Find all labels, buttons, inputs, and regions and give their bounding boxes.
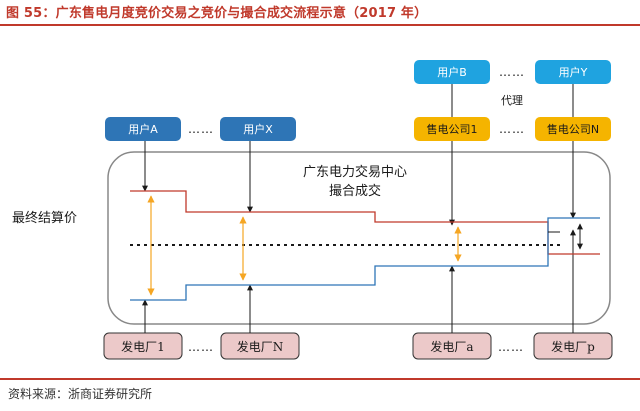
footer-rule [0,378,640,380]
plant-1-box [103,332,183,360]
plant-n-box [220,332,300,360]
ellipsis-plants-1n: …… [188,340,214,354]
retailer-n-box [535,117,611,141]
trading-center-name: 广东电力交易中心 [303,164,407,180]
plant-n-label: 发电厂N [237,339,284,354]
plant-1-label: 发电厂1 [121,339,165,354]
user-b-label: 用户B [437,65,467,79]
agent-label: 代理 [501,94,523,107]
title-rule [0,24,640,26]
user-b-box [414,60,490,84]
retailer-1-box [414,117,490,141]
user-a-box [105,117,181,141]
user-y-label: 用户Y [559,65,588,79]
retailer-n-label: 售电公司N [547,122,599,136]
user-a-label: 用户A [128,122,158,136]
retailer-1-label: 售电公司1 [427,122,478,136]
ellipsis-users-by: …… [499,65,525,79]
plant-p-label: 发电厂p [551,339,595,354]
ellipsis-retailers: …… [499,122,525,136]
supply-curve [130,217,600,301]
ellipsis-plants-ap: …… [498,340,524,354]
user-x-box [220,117,296,141]
trading-center-subtitle: 撮合成交 [329,183,381,199]
user-x-label: 用户X [243,122,273,136]
ellipsis-users-ax: …… [188,122,214,136]
settlement-price-label: 最终结算价 [12,210,77,226]
figure-title: 图 55：广东售电月度竞价交易之竞价与撮合成交流程示意（2017 年） [6,6,428,21]
user-y-box [535,60,611,84]
trading-center-box [107,151,611,325]
source-note: 资料来源：浙商证券研究所 [8,387,153,401]
plant-a-label: 发电厂a [430,339,473,354]
